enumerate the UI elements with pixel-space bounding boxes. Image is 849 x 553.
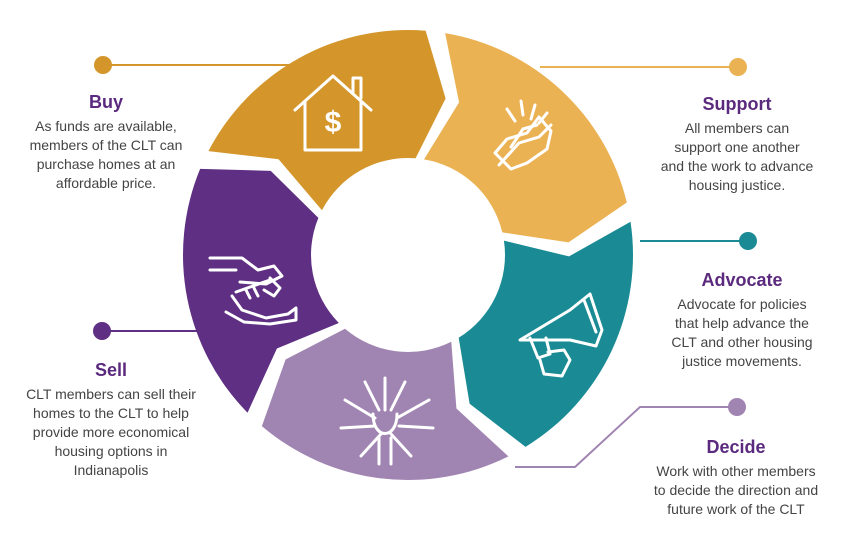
key-handover-icon bbox=[208, 256, 298, 326]
buy-description: As funds are available, members of the C… bbox=[29, 118, 183, 191]
advocate-segment bbox=[458, 221, 633, 447]
icons: $ bbox=[208, 74, 604, 466]
decide-connector bbox=[515, 406, 735, 468]
support-connector-dot bbox=[729, 58, 747, 76]
buy-segment bbox=[208, 29, 446, 211]
buy-connector-dot bbox=[94, 56, 112, 74]
buy-heading: Buy bbox=[88, 92, 123, 112]
decide-connector-dot bbox=[728, 398, 746, 416]
advocate-heading: Advocate bbox=[701, 270, 783, 290]
buy-text-block: Buy As funds are available, members of t… bbox=[6, 92, 206, 193]
decide-description: Work with other members to decide the di… bbox=[653, 463, 819, 517]
advocate-text-block: Advocate Advocate for policies that help… bbox=[642, 270, 842, 371]
svg-text:$: $ bbox=[325, 106, 342, 139]
support-segment bbox=[424, 33, 627, 243]
advocate-description: Advocate for policies that help advance … bbox=[671, 296, 813, 369]
advocate-connector-dot bbox=[739, 232, 757, 250]
support-description: All members can support one another and … bbox=[660, 120, 814, 193]
connectors bbox=[93, 56, 757, 468]
sell-segment bbox=[182, 168, 339, 413]
support-text-block: Support All members can support one anot… bbox=[632, 94, 842, 195]
decide-heading: Decide bbox=[706, 437, 766, 457]
sell-text-block: Sell CLT members can sell their homes to… bbox=[0, 360, 222, 480]
sell-description: CLT members can sell their homes to the … bbox=[26, 386, 196, 478]
megaphone-icon bbox=[518, 292, 604, 378]
house-dollar-icon: $ bbox=[293, 74, 373, 152]
support-heading: Support bbox=[702, 94, 772, 114]
handshake-icon bbox=[493, 99, 553, 171]
sell-connector-dot bbox=[93, 322, 111, 340]
sell-heading: Sell bbox=[94, 360, 128, 380]
joined-hands-icon bbox=[339, 376, 435, 466]
decide-text-block: Decide Work with other members to decide… bbox=[625, 437, 847, 519]
